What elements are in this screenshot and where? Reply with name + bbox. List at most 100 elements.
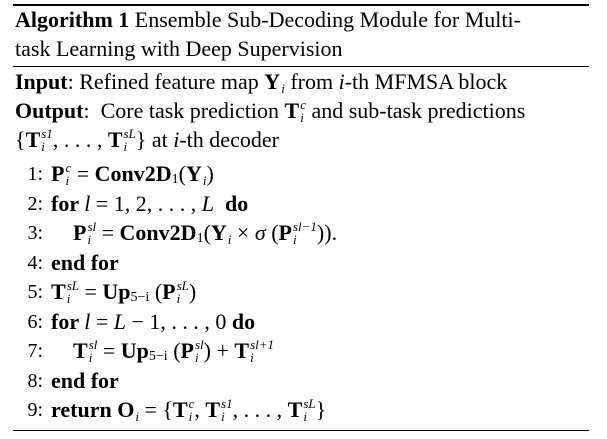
- math-base: T: [73, 338, 88, 363]
- math-superscript: c: [65, 160, 72, 175]
- math-superscript: sl: [88, 337, 98, 352]
- math-subscript: i: [65, 173, 70, 188]
- math-subscript: i: [221, 409, 225, 424]
- math-superscript: s1: [221, 396, 233, 411]
- math-superscript: c: [188, 396, 195, 411]
- top-rule: [13, 4, 589, 6]
- step-number: 9:: [27, 399, 43, 421]
- math-superscript: sl−1: [292, 219, 317, 234]
- math-subscript: 1: [196, 231, 204, 246]
- math-subscript: i: [41, 139, 45, 154]
- text-span: for: [51, 308, 85, 334]
- step-number: 4:: [27, 251, 43, 274]
- caption-rule: [13, 66, 589, 67]
- text-span: L: [113, 308, 126, 334]
- text-span: -th MFMSA block: [344, 69, 508, 94]
- math-scripts: i: [281, 68, 285, 96]
- math-base: T: [172, 397, 188, 422]
- math-base: T: [234, 338, 250, 363]
- step-number: 2:: [27, 192, 43, 215]
- step-number: 3:: [27, 222, 43, 244]
- math-superscript: sL: [123, 126, 136, 141]
- math-base: T: [284, 98, 300, 123]
- text-span: Conv2D: [119, 220, 197, 245]
- text-span: l: [84, 308, 91, 334]
- math-subscript: i: [250, 350, 254, 365]
- math-subscript: i: [194, 350, 199, 365]
- math-base: T: [107, 127, 123, 152]
- text-span: (: [149, 279, 163, 304]
- math-subscript: i: [281, 81, 285, 96]
- algorithm-step: 6:for l = L − 1, . . . , 0 do: [15, 308, 255, 336]
- math-subscript: 5−i: [148, 349, 168, 364]
- text-span: } at: [135, 127, 174, 152]
- text-span: ,: [194, 397, 206, 422]
- math-scripts: i: [135, 396, 139, 424]
- text-span: }: [315, 397, 327, 422]
- algorithm-step: 2:for l = 1, 2, . . . , L do: [15, 190, 248, 218]
- text-span: {: [15, 127, 26, 152]
- math-subscript: 1: [171, 172, 179, 187]
- text-span: : Core task prediction: [83, 98, 285, 123]
- math-subscript: i: [176, 291, 181, 306]
- text-span: , . . . ,: [232, 397, 288, 422]
- step-number: 7:: [27, 340, 43, 362]
- text-span: end for: [51, 249, 119, 275]
- math-subscript: i: [300, 110, 304, 125]
- text-span: Output: [15, 98, 84, 123]
- math-base: Y: [210, 220, 227, 245]
- bottom-rule: [13, 430, 589, 431]
- text-span: do: [231, 308, 256, 334]
- algorithm-step: 4: end for: [15, 249, 119, 277]
- math-base: Y: [264, 69, 281, 94]
- math-subscript: i: [303, 409, 307, 424]
- math-subscript: i: [227, 232, 232, 247]
- math-base: T: [287, 397, 303, 422]
- math-base: Y: [186, 161, 202, 186]
- text-span: for: [51, 190, 85, 216]
- text-span: (: [167, 338, 181, 363]
- text-span: =: [97, 338, 121, 363]
- text-span: Up: [102, 279, 131, 304]
- algorithm-caption-line2: task Learning with Deep Supervision: [15, 35, 343, 63]
- math-superscript: sL: [176, 278, 189, 293]
- algorithm-title-cont: task Learning with Deep Supervision: [15, 36, 343, 61]
- math-superscript: s1: [41, 126, 53, 141]
- text-span: L: [201, 190, 214, 216]
- math-superscript: sl: [194, 337, 204, 352]
- text-span: i: [173, 127, 180, 152]
- math-scripts: i: [228, 219, 232, 247]
- math-base: P: [73, 220, 87, 245]
- text-span: =: [96, 220, 120, 245]
- text-span: l: [84, 190, 91, 216]
- text-span: i: [338, 69, 345, 94]
- text-span: Input: [15, 69, 68, 94]
- text-span: = {: [138, 397, 173, 422]
- math-subscript: i: [88, 350, 93, 365]
- step-number: 1:: [27, 163, 43, 185]
- text-span: = 1, 2, . . . ,: [90, 190, 202, 216]
- text-span: ): [206, 161, 214, 186]
